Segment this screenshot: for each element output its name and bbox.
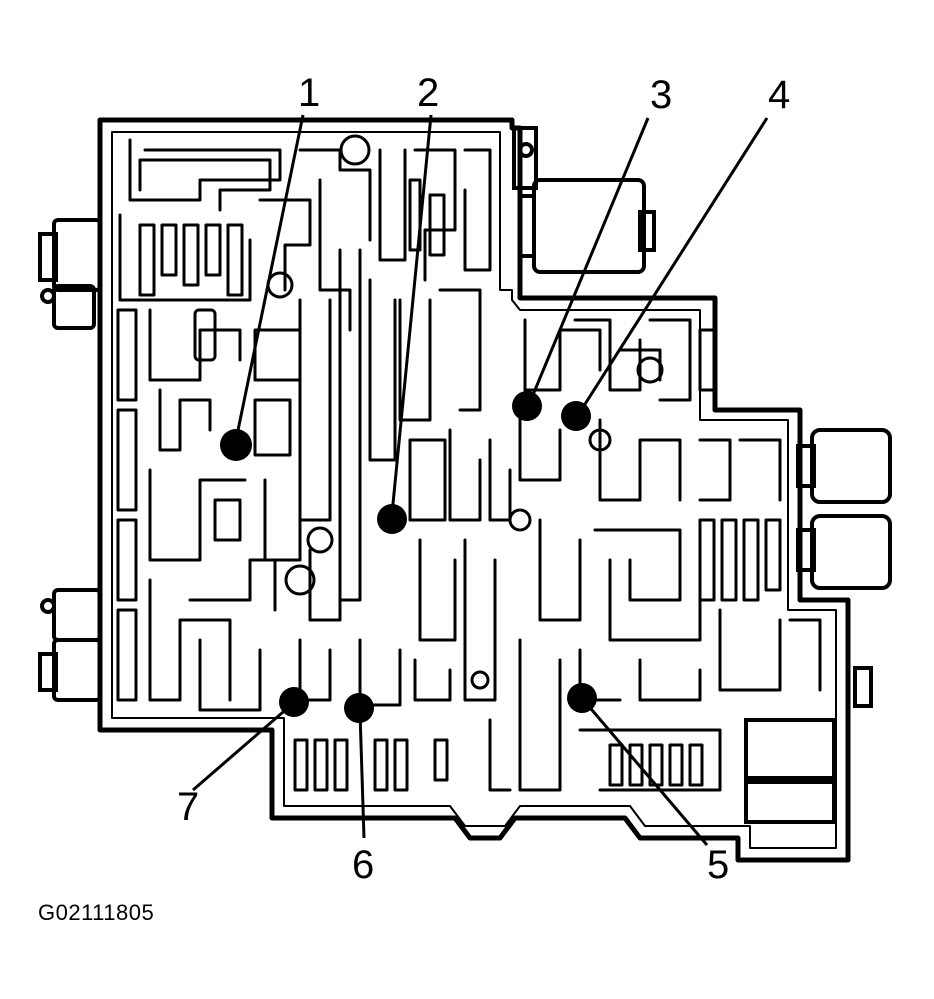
check-ball-2 (377, 504, 407, 534)
leader-line-3 (528, 117, 650, 403)
solenoid-top (512, 126, 656, 274)
callout-4: 4 (768, 73, 790, 117)
leader-line-4 (578, 117, 769, 413)
solenoid-right-lower (796, 514, 892, 590)
callout-5: 5 (707, 843, 729, 887)
leader-line-7 (192, 704, 291, 792)
figure-id: G02111805 (38, 900, 155, 925)
leader-line-1 (234, 114, 305, 441)
leader-lines (192, 114, 769, 846)
connector-left-upper (38, 218, 102, 330)
callout-labels: 1 2 3 4 5 6 7 (177, 71, 790, 887)
callout-1: 1 (298, 71, 320, 115)
callout-2: 2 (417, 71, 439, 115)
check-ball-3 (512, 391, 542, 421)
check-ball-1 (220, 429, 252, 461)
leader-line-5 (584, 702, 709, 846)
callout-3: 3 (650, 73, 672, 117)
connector-left-lower (38, 588, 102, 702)
callout-6: 6 (352, 843, 374, 887)
check-ball-4 (561, 401, 591, 431)
fluid-passages (116, 134, 822, 792)
valve-body-casting (97, 117, 851, 863)
leader-line-2 (390, 114, 433, 515)
lower-right-block (744, 666, 873, 824)
leader-line-6 (358, 711, 366, 839)
callout-7: 7 (177, 785, 199, 829)
solenoids (38, 126, 892, 824)
check-ball-6 (344, 693, 374, 723)
solenoid-right-upper (796, 428, 892, 504)
